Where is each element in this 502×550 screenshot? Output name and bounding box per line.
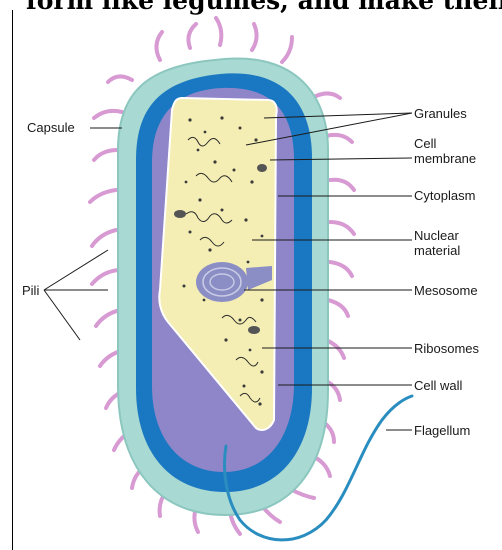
label-cell-membrane: Cell membrane: [414, 136, 476, 166]
label-cell-wall: Cell wall: [414, 378, 462, 393]
label-cytoplasm: Cytoplasm: [414, 188, 475, 203]
label-flagellum: Flagellum: [414, 423, 470, 438]
label-capsule: Capsule: [27, 120, 75, 135]
label-pili: Pili: [22, 283, 39, 298]
label-nuclear-material: Nuclear material: [414, 228, 460, 258]
label-ribosomes: Ribosomes: [414, 341, 479, 356]
label-granules: Granules: [414, 106, 467, 121]
label-mesosome: Mesosome: [414, 283, 478, 298]
